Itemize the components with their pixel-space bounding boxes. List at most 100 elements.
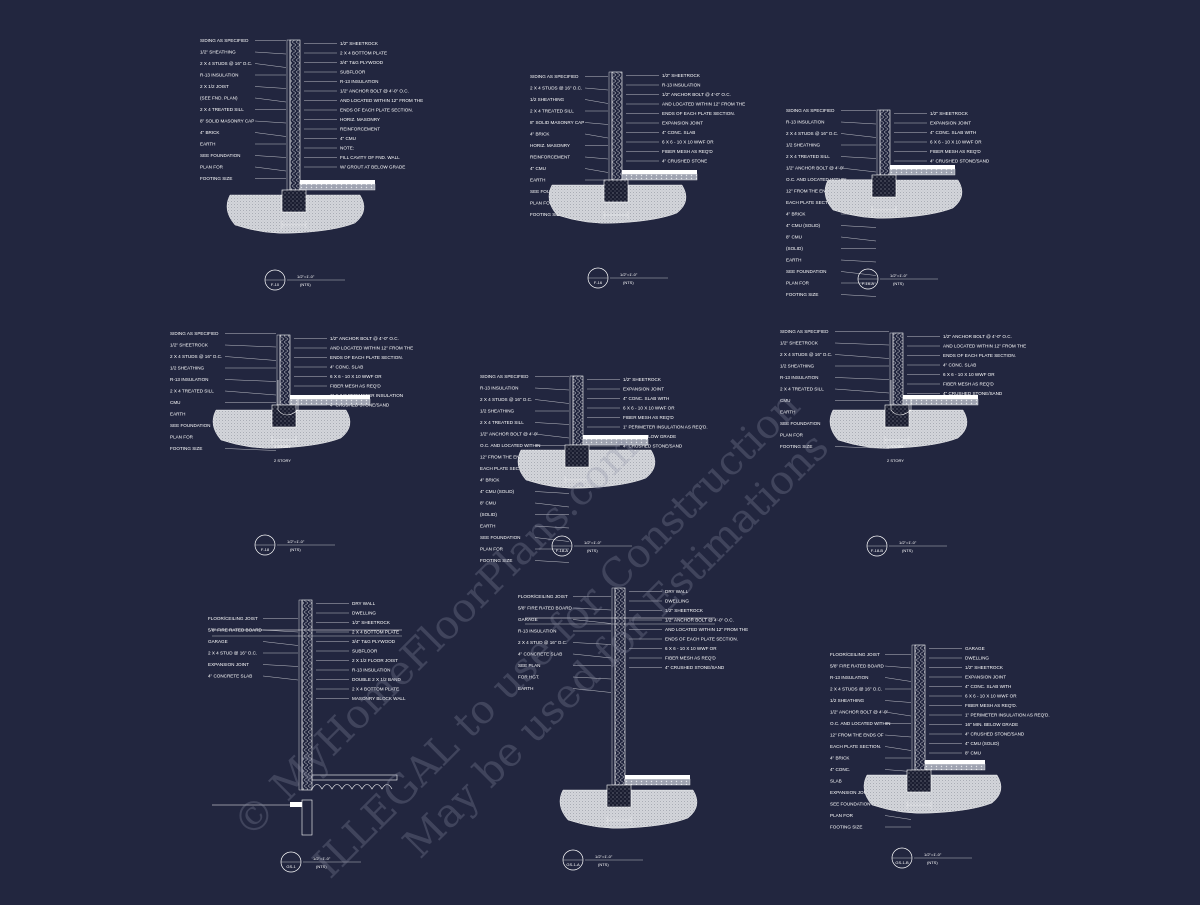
callout-label: EXPANSION JOINT: [208, 662, 249, 667]
callout-label-right: FIBER MESH AS REQ'D: [943, 382, 994, 387]
leader-line: [584, 87, 609, 91]
detail-scale-note: (NTS): [927, 860, 938, 865]
conc-slab: [583, 435, 648, 439]
leader-line: [884, 665, 912, 669]
leader-line: [584, 168, 609, 173]
callout-label: 4" CONCRETE SLAB: [518, 652, 562, 657]
callout-label: FOOTING SIZE: [530, 212, 562, 217]
callout-label-right: 4" CRUSHED STONE: [662, 159, 707, 164]
leader-line: [840, 121, 877, 125]
stud-wall: [879, 109, 891, 176]
callout-label: SIDING AS SPECIFIED: [786, 108, 835, 113]
footing: [564, 444, 590, 468]
callout-label-right: FIBER MESH AS REQ'D: [330, 384, 381, 389]
callout-label-right: EXPANSION JOINT: [965, 675, 1006, 680]
callout-label: FLOOR/CEILING JOIST: [208, 616, 258, 621]
callout-label: 2 X 4 STUDS @ 16" O.C.: [830, 687, 882, 692]
callout-label-right: AND LOCATED WITHIN 12" FROM THE: [665, 627, 748, 632]
detail-scale-note: (NTS): [316, 864, 327, 869]
callout-label: FOR HGT.: [518, 675, 539, 680]
leader-line: [224, 356, 277, 361]
leader-line: [534, 525, 570, 529]
detail-id: GS-1: [286, 864, 296, 869]
callout-label-right: FILL CAVITY OF FND. WALL: [340, 155, 400, 160]
callout-label: EXPANSION JOINT: [830, 790, 871, 795]
leader-line: [584, 99, 609, 104]
callout-label: R-13 INSULATION: [480, 386, 518, 391]
callout-label-right: ENDS OF EACH PLATE SECTION.: [330, 355, 403, 360]
callout-label: 1/2" SHEETROCK: [780, 341, 819, 346]
leader-line: [254, 63, 287, 68]
crushed-stone: [299, 183, 376, 191]
detail-id: GS-1-A: [566, 862, 580, 867]
detail-title-gs-1-a: GS-1-A1/2"=1'-0"(NTS): [562, 849, 643, 871]
callout-label-right: 1/2" ANCHOR BOLT @ 4'-0" O.C.: [662, 92, 731, 97]
leader-line: [534, 399, 570, 404]
callout-label-right: 8" CMU: [965, 751, 981, 756]
crushed-stone: [289, 398, 371, 406]
callout-label-right: MASONRY BLOCK WALL: [352, 696, 406, 701]
leader-line: [572, 607, 612, 611]
stud-wall: [892, 332, 904, 406]
callout-label-right: ENDS OF EACH PLATE SECTION.: [662, 111, 735, 116]
stud-wall: [914, 644, 926, 771]
conc-slab: [890, 165, 955, 169]
detail-scale-note: (NTS): [893, 281, 904, 286]
leader-line: [534, 433, 570, 439]
detail-id: F-16-A: [862, 281, 875, 286]
footing: [871, 174, 897, 198]
leader-line: [254, 120, 287, 124]
callout-label: 2 X 4 STUDS @ 16" O.C.: [780, 352, 832, 357]
callout-label: 5/8" FIRE RATED BOARD: [518, 606, 573, 611]
callout-label: PLAN FOR: [786, 281, 810, 286]
callout-label: 4" CMU: [530, 166, 546, 171]
callout-label: FOOTING SIZE: [200, 176, 232, 181]
earth-mass: [863, 774, 1002, 814]
crushed-stone: [902, 398, 979, 406]
crushed-stone: [624, 778, 691, 786]
callout-label: SIDING AS SPECIFIED: [780, 329, 829, 334]
callout-label: SEE FOUNDATION: [830, 802, 871, 807]
block-wall: [301, 799, 313, 836]
callout-label: 1/2 SHEATHING: [530, 97, 565, 102]
callout-label: 1/2 SHEATHING: [170, 366, 205, 371]
leader-line: [884, 734, 912, 738]
callout-label-right: 6 X 6 - 10 X 10 WWF OR: [330, 374, 382, 379]
callout-label-right: 4" CRUSHED STONE/SAND: [965, 732, 1025, 737]
perimeter-insulation: [277, 380, 299, 416]
callout-label: 2 X 4 TREATED SILL: [480, 420, 524, 425]
crushed-stone: [924, 763, 986, 771]
detail-scale: 1/2"=1'-0": [890, 273, 908, 278]
callout-label-right: 2 X 4 BOTTOM PLATE: [352, 630, 399, 635]
callout-label-right: SUBFLOOR: [352, 649, 378, 654]
leader-line: [254, 51, 287, 55]
callout-label-right: 1/2" ANCHOR BOLT @ 4'-0" O.C.: [943, 334, 1012, 339]
callout-label: SLAB: [830, 779, 842, 784]
callout-label: FOOTING SIZE: [786, 292, 818, 297]
callout-label: 4" BRICK: [786, 212, 806, 217]
leader-line: [834, 377, 890, 380]
callout-label: SIDING AS SPECIFIED: [530, 74, 579, 79]
callout-label: 2 X 4 TREATED SILL: [530, 109, 574, 114]
callout-label: EARTH: [780, 410, 796, 415]
stud-wall: [279, 334, 291, 406]
leader-line: [572, 642, 612, 645]
detail-scale-note: (NTS): [902, 548, 913, 553]
leader-line: [840, 225, 877, 228]
callout-label-right: 6 X 6 - 10 X 10 WWF OR: [965, 694, 1017, 699]
detail-scale: 1/2"=1'-0": [620, 272, 638, 277]
callout-label-right: 1/2" SHEETROCK: [340, 41, 379, 46]
detail-id: F-10: [271, 282, 280, 287]
leader-line: [834, 354, 890, 359]
callout-label: EARTH: [480, 524, 496, 529]
callout-label: EACH PLATE SECTION.: [480, 466, 531, 471]
callout-label: 4" BRICK: [480, 478, 500, 483]
callout-label: 2 X 4 STUDS @ 16" O.C.: [530, 86, 582, 91]
callout-label: (SOLID): [480, 512, 497, 517]
earth-mass: [824, 179, 963, 219]
sheathing: [876, 109, 881, 176]
leader-line: [572, 676, 612, 680]
